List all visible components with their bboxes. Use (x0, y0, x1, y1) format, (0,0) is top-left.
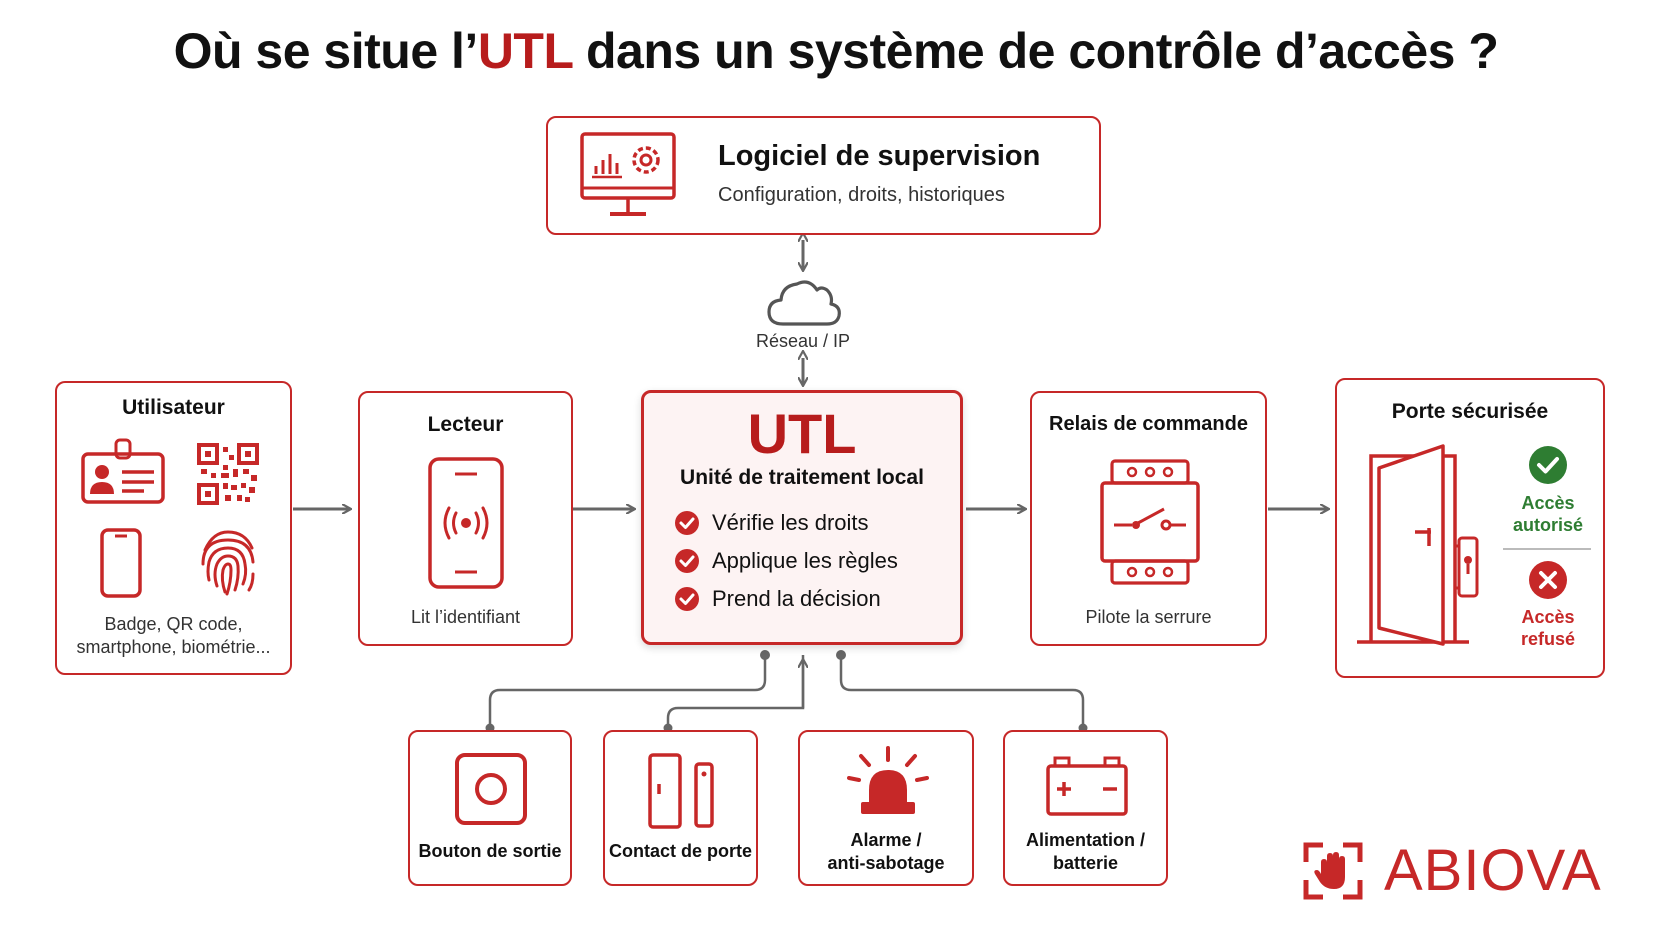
utl-check-1-label: Vérifie les droits (712, 510, 869, 535)
door-title: Porte sécurisée (1391, 400, 1549, 423)
title-suffix: dans un système de contrôle d’accès ? (572, 23, 1499, 79)
utl-check-2: Applique les règles (674, 546, 898, 576)
user-title: Utilisateur (122, 396, 225, 419)
utl-check-3: Prend la décision (674, 584, 881, 614)
open-door-icon (1357, 444, 1479, 646)
access-granted-line1: Accès (1521, 493, 1575, 513)
access-denied-line2: refusé (1520, 629, 1576, 649)
check-circle-icon (675, 511, 699, 535)
access-denied-icon (1529, 561, 1567, 599)
peripheral-power-label-2: batterie (1052, 853, 1119, 873)
peripheral-alarm-label-1: Alarme / (850, 830, 922, 850)
relay-caption: Pilote la serrure (1085, 607, 1212, 627)
reader-title: Lecteur (427, 413, 504, 436)
abiova-hand-logo-icon (1303, 842, 1363, 900)
peripheral-alarm: Alarme / anti-sabotage (798, 730, 974, 886)
title-prefix: Où se situe l’ (173, 23, 479, 79)
supervision-box: Logiciel de supervision Configuration, d… (546, 116, 1101, 235)
peripheral-exit-button: Bouton de sortie (408, 730, 572, 886)
supervision-subtitle: Configuration, droits, historiques (718, 184, 1005, 206)
peripheral-alarm-label-2: anti-sabotage (827, 853, 945, 873)
qr-code-icon (197, 443, 259, 505)
utl-subtitle: Unité de traitement local (680, 466, 924, 489)
access-denied-line1: Accès (1521, 607, 1575, 627)
peripheral-power-label-1: Alimentation / (1025, 830, 1145, 850)
utl-title: UTL (747, 402, 857, 465)
access-granted-icon (1529, 446, 1567, 484)
page-title: Où se situe l’UTL dans un système de con… (0, 22, 1672, 80)
utl-check-3-label: Prend la décision (712, 586, 881, 611)
peripheral-bus (488, 655, 1085, 728)
peripheral-exit-button-label: Bouton de sortie (418, 841, 562, 861)
peripheral-door-contact: Contact de porte (603, 730, 758, 886)
cloud-icon (767, 280, 841, 326)
utl-check-1: Vérifie les droits (674, 508, 869, 538)
relay-box: Relais de commande Pilote la serrure (1030, 391, 1267, 646)
check-circle-icon (675, 587, 699, 611)
user-box: Utilisateur (55, 381, 292, 675)
network-label: Réseau / IP (755, 331, 851, 351)
title-highlight: UTL (477, 23, 573, 79)
brand-name: ABIOVA (1384, 838, 1602, 903)
reader-box: Lecteur Lit l’identifiant (358, 391, 573, 646)
peripheral-power: Alimentation / batterie (1003, 730, 1168, 886)
access-granted-line2: autorisé (1512, 515, 1584, 535)
alarm-beacon-icon (847, 746, 929, 814)
exit-button-icon (455, 753, 527, 825)
relay-switch-icon (1100, 459, 1200, 585)
monitor-settings-icon (580, 132, 676, 216)
smartphone-icon (100, 528, 142, 598)
reader-caption: Lit l’identifiant (410, 607, 521, 627)
relay-title: Relais de commande (1049, 413, 1248, 435)
utl-check-2-label: Applique les règles (712, 548, 898, 573)
battery-icon (1046, 756, 1128, 816)
peripheral-door-contact-label: Contact de porte (608, 841, 752, 861)
supervision-title: Logiciel de supervision (718, 140, 1041, 172)
utl-box: UTL Unité de traitement local Vérifie le… (641, 390, 963, 645)
user-caption-line2: smartphone, biométrie... (76, 637, 271, 657)
card-reader-icon (428, 457, 504, 589)
user-caption-line1: Badge, QR code, (104, 614, 243, 634)
door-contact-icon (648, 753, 714, 829)
id-badge-icon (81, 438, 165, 504)
door-box: Porte sécurisée Accès autorisé Accès ref… (1335, 378, 1605, 678)
status-divider (1503, 548, 1591, 550)
fingerprint-icon (201, 530, 255, 596)
check-circle-icon (675, 549, 699, 573)
